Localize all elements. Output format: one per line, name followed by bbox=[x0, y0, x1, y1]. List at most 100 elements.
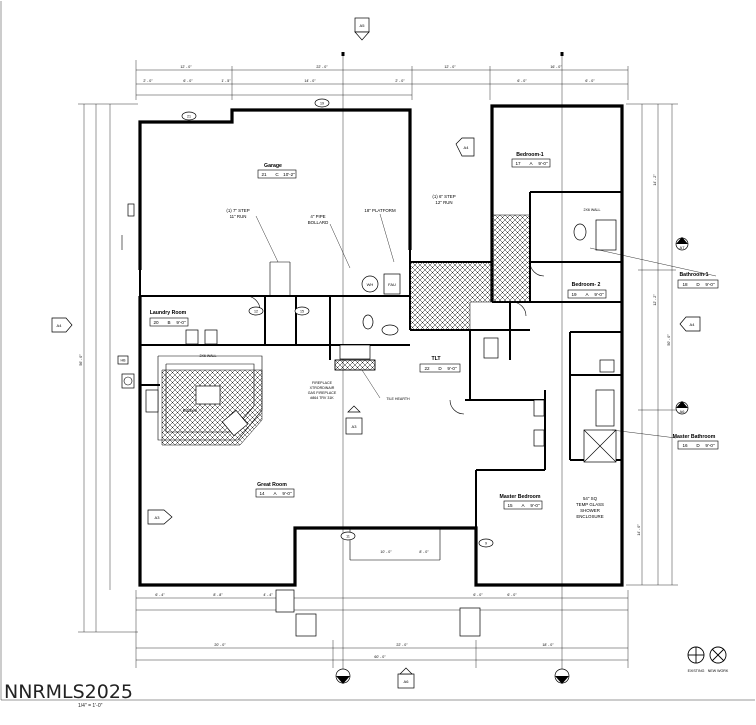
svg-text:9'-0": 9'-0" bbox=[530, 503, 540, 508]
room-label-kitchen: Kitchen bbox=[183, 408, 198, 413]
svg-text:C: C bbox=[275, 172, 279, 177]
svg-text:D: D bbox=[438, 366, 442, 371]
svg-text:54" SQ: 54" SQ bbox=[583, 496, 598, 501]
note-pipe-bollard: 4" PIPE BOLLARD bbox=[308, 214, 351, 269]
openings bbox=[245, 261, 545, 561]
svg-text:NEW WORK: NEW WORK bbox=[708, 669, 729, 673]
section-marker-left: A4 bbox=[51, 317, 73, 333]
svg-text:14: 14 bbox=[259, 491, 265, 496]
svg-text:21: 21 bbox=[187, 115, 191, 119]
dim-bottom-total: 60' - 0" bbox=[374, 655, 386, 659]
svg-text:A4: A4 bbox=[690, 322, 696, 327]
svg-text:Laundry Room: Laundry Room bbox=[150, 310, 187, 316]
note-step-right: (1) 6" STEP 12" RUN bbox=[432, 194, 455, 205]
note-platform-leader bbox=[379, 213, 395, 263]
dim-top-r4: 14' - 0" bbox=[304, 79, 316, 83]
svg-text:9'-0": 9'-0" bbox=[705, 443, 715, 448]
svg-text:HB: HB bbox=[121, 359, 127, 363]
svg-text:17: 17 bbox=[515, 161, 521, 166]
svg-text:TEMP GLASS: TEMP GLASS bbox=[576, 502, 604, 507]
room-label-bedroom1: Bedroom-1 17 A 9'-0" bbox=[511, 152, 551, 168]
section-marker-right: A4 bbox=[679, 316, 701, 332]
dim-right-total: 50' - 0" bbox=[667, 334, 671, 346]
svg-text:11: 11 bbox=[346, 535, 350, 539]
dim-bottom-sub4: 6' - 0" bbox=[473, 593, 483, 597]
dim-bottom-sub6: 10' - 0" bbox=[380, 550, 392, 554]
scale-note: 1/4" = 1'-0" bbox=[78, 703, 103, 709]
dim-bottom-b: 22' - 0" bbox=[396, 643, 408, 647]
garage-contents bbox=[121, 203, 401, 296]
dim-bottom-sub7: 8' - 0" bbox=[419, 550, 429, 554]
svg-text:Bedroom- 2: Bedroom- 2 bbox=[572, 282, 601, 288]
section-marker-bottom-right: A7 bbox=[554, 668, 570, 684]
svg-text:BOLLARD: BOLLARD bbox=[308, 220, 329, 225]
svg-text:A7: A7 bbox=[560, 675, 566, 680]
room-label-master-bath: Master Bathroom 16 D 9'-0" bbox=[611, 429, 719, 450]
dim-top-right-b: 16' - 0" bbox=[550, 65, 562, 69]
dim-right-a: 14' - 2" bbox=[653, 174, 657, 186]
svg-text:D: D bbox=[696, 282, 700, 287]
svg-text:10'-2": 10'-2" bbox=[283, 172, 295, 177]
svg-text:11" RUN: 11" RUN bbox=[230, 214, 247, 219]
svg-text:12: 12 bbox=[254, 310, 258, 314]
post-box-1 bbox=[275, 589, 295, 613]
svg-text:A4: A4 bbox=[464, 145, 470, 150]
svg-text:9'-0": 9'-0" bbox=[538, 161, 548, 166]
room-label-bathroom1: Bathroom-1 18 D 9'-0" bbox=[589, 247, 719, 289]
svg-text:18: 18 bbox=[682, 282, 688, 287]
dim-top-r7: 6' - 0" bbox=[585, 79, 595, 83]
dim-top-r5: 2' - 0" bbox=[395, 79, 405, 83]
post-box-3 bbox=[459, 607, 481, 637]
svg-text:TLT: TLT bbox=[431, 356, 441, 362]
fireplace bbox=[334, 344, 376, 371]
dimension-lines bbox=[78, 52, 678, 670]
section-marker-hall: A3 bbox=[345, 405, 363, 435]
svg-text:#864 TRV 31K: #864 TRV 31K bbox=[310, 396, 334, 400]
svg-text:ENCLOSURE: ENCLOSURE bbox=[576, 514, 603, 519]
legend-symbols: EXISTING NEW WORK bbox=[687, 646, 729, 673]
label-fau: FAU bbox=[388, 282, 396, 287]
dim-bottom-sub1: 6' - 4" bbox=[155, 593, 165, 597]
section-marker-bottom-mid: A6 bbox=[397, 667, 415, 689]
svg-text:A3: A3 bbox=[352, 424, 358, 429]
svg-text:Bedroom-1: Bedroom-1 bbox=[516, 152, 543, 158]
svg-text:A3: A3 bbox=[155, 515, 161, 520]
section-marker-bottom-left: A7 bbox=[335, 668, 351, 684]
svg-text:Garage: Garage bbox=[264, 163, 282, 169]
svg-text:EXISTING: EXISTING bbox=[688, 669, 705, 673]
section-marker-great-left: A3 bbox=[147, 509, 173, 525]
section-marker-right-upper: A4 bbox=[455, 137, 475, 157]
svg-text:20: 20 bbox=[153, 320, 159, 325]
dim-right-b: 12' - 2" bbox=[653, 294, 657, 306]
dim-top-r6: 6' - 0" bbox=[517, 79, 527, 83]
note-tile-hearth-leader bbox=[361, 369, 381, 399]
window-tags: 21 19 12 15 11 9 HB bbox=[117, 98, 494, 548]
room-label-master-bed: Master Bedroom 15 A 9'-0" bbox=[500, 494, 543, 510]
svg-text:12" RUN: 12" RUN bbox=[435, 200, 452, 205]
post-box-2 bbox=[295, 613, 317, 637]
dim-right-c: 14' - 0" bbox=[637, 524, 641, 536]
interior-walls bbox=[140, 191, 622, 528]
section-marker-bed-right: A7 bbox=[675, 237, 689, 251]
dim-bottom-sub3: 4' - 4" bbox=[263, 593, 273, 597]
svg-text:XTRORDINAIR: XTRORDINAIR bbox=[310, 386, 335, 390]
room-label-tlt: TLT 22 D 9'-0" bbox=[419, 356, 461, 373]
svg-text:GAS FIREPLACE: GAS FIREPLACE bbox=[308, 391, 337, 395]
svg-text:(1) 7" STEP: (1) 7" STEP bbox=[226, 208, 249, 213]
svg-text:A7: A7 bbox=[341, 675, 347, 680]
kitchen-counters bbox=[121, 355, 263, 441]
svg-text:A6: A6 bbox=[680, 409, 686, 414]
room-label-great-room: Great Room 14 A 9'-0" bbox=[255, 482, 295, 498]
dim-bottom-c: 18' - 0" bbox=[542, 643, 554, 647]
svg-text:FIREPLACE: FIREPLACE bbox=[312, 381, 333, 385]
svg-text:D: D bbox=[696, 443, 700, 448]
svg-text:15: 15 bbox=[507, 503, 513, 508]
svg-text:21: 21 bbox=[261, 172, 267, 177]
svg-text:15: 15 bbox=[300, 310, 304, 314]
note-2x6-wall: 2X6 WALL bbox=[583, 208, 600, 212]
svg-text:A: A bbox=[585, 292, 589, 297]
svg-text:9'-0": 9'-0" bbox=[705, 282, 715, 287]
note-platform: 18" PLATFORM bbox=[364, 208, 396, 213]
watermark-text: NNRMLS2025 bbox=[4, 681, 133, 703]
